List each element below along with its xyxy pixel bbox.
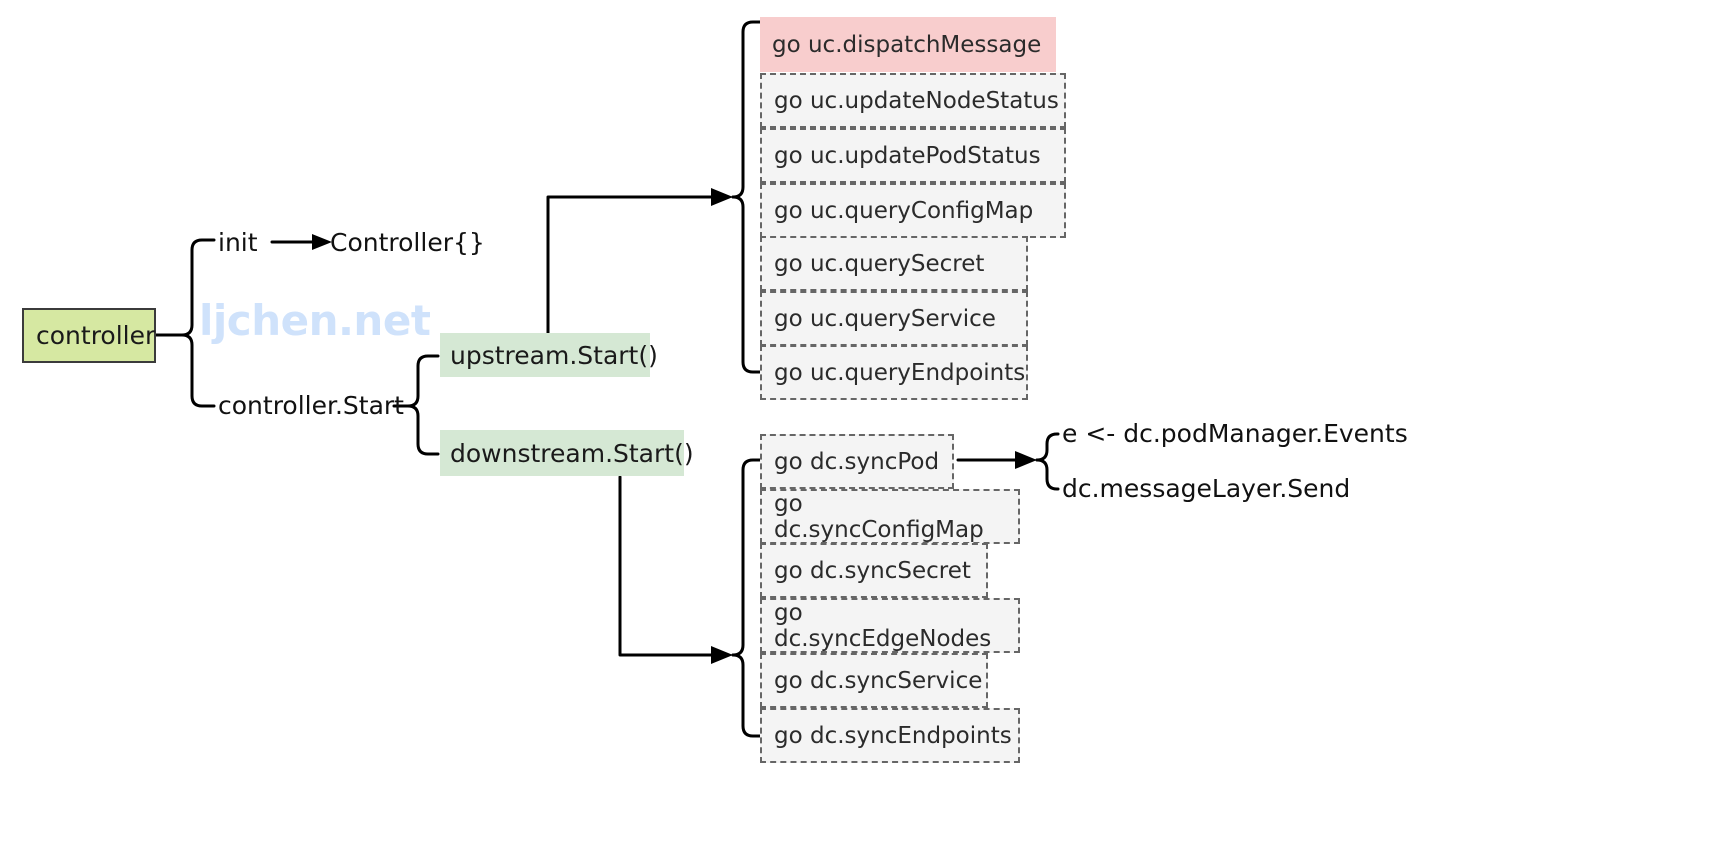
controller-start-label: controller.Start: [218, 391, 404, 420]
goroutine-label: go dc.syncService: [774, 667, 983, 694]
goroutine-label: go dc.syncSecret: [774, 557, 971, 584]
goroutine-label: go uc.dispatchMessage: [772, 31, 1042, 58]
syncpod-arrowhead: [1015, 451, 1037, 469]
init-label: init: [218, 228, 258, 257]
goroutine-label: go uc.updatePodStatus: [774, 142, 1041, 169]
goroutine-label: go uc.querySecret: [774, 250, 985, 277]
brace-start-lower: [406, 404, 440, 456]
controller-node-label: controller: [36, 321, 156, 350]
brace-syncpod-upper: [1035, 432, 1060, 462]
goroutine-label: go uc.queryConfigMap: [774, 197, 1034, 224]
goroutine-label: go uc.queryEndpoints: [774, 359, 1026, 386]
controller-node[interactable]: controller: [22, 308, 156, 363]
goroutine-box[interactable]: go uc.queryService: [760, 291, 1028, 346]
brace-start-upper: [406, 354, 440, 408]
goroutine-box[interactable]: go dc.syncEndpoints: [760, 708, 1020, 763]
goroutine-box[interactable]: go uc.updatePodStatus: [760, 128, 1066, 183]
downstream-route: [618, 475, 718, 657]
init-arrowhead: [312, 234, 332, 250]
goroutine-label: go uc.updateNodeStatus: [774, 87, 1059, 114]
upstream-route: [546, 195, 718, 335]
brace-syncpod-lower: [1035, 458, 1060, 491]
downstream-start-label: downstream.Start(): [450, 438, 694, 468]
syncpod-output-label: dc.messageLayer.Send: [1062, 474, 1351, 503]
goroutine-box[interactable]: go uc.queryConfigMap: [760, 183, 1066, 238]
goroutine-box[interactable]: go uc.updateNodeStatus: [760, 73, 1066, 128]
goroutine-label: go dc.syncEndpoints: [774, 722, 1012, 749]
goroutine-label: go dc.syncEdgeNodes: [774, 599, 992, 652]
controller-struct-label: Controller{}: [330, 228, 485, 257]
goroutine-box[interactable]: go dc.syncEdgeNodes: [760, 598, 1020, 653]
watermark: ljchen.net: [199, 296, 431, 345]
goroutine-box[interactable]: go dc.syncConfigMap: [760, 489, 1020, 544]
goroutine-box[interactable]: go uc.querySecret: [760, 236, 1028, 291]
upstream-start-label: upstream.Start(): [450, 340, 658, 370]
goroutine-box[interactable]: go dc.syncPod: [760, 434, 954, 489]
goroutine-label: go uc.queryService: [774, 305, 996, 332]
downstream-start-node[interactable]: downstream.Start(): [440, 430, 694, 476]
goroutine-label: go dc.syncPod: [774, 448, 940, 475]
syncpod-output-label: e <- dc.podManager.Events: [1062, 419, 1408, 448]
goroutine-box[interactable]: go dc.syncService: [760, 653, 988, 708]
goroutine-label: go dc.syncConfigMap: [774, 490, 984, 543]
goroutine-box[interactable]: go uc.queryEndpoints: [760, 345, 1028, 400]
goroutine-box[interactable]: go uc.dispatchMessage: [760, 17, 1056, 72]
brace-root-lower: [180, 333, 216, 408]
upstream-start-node[interactable]: upstream.Start(): [440, 333, 658, 377]
upstream-arrowhead: [711, 188, 733, 206]
goroutine-box[interactable]: go dc.syncSecret: [760, 543, 988, 598]
downstream-arrowhead: [711, 646, 733, 664]
